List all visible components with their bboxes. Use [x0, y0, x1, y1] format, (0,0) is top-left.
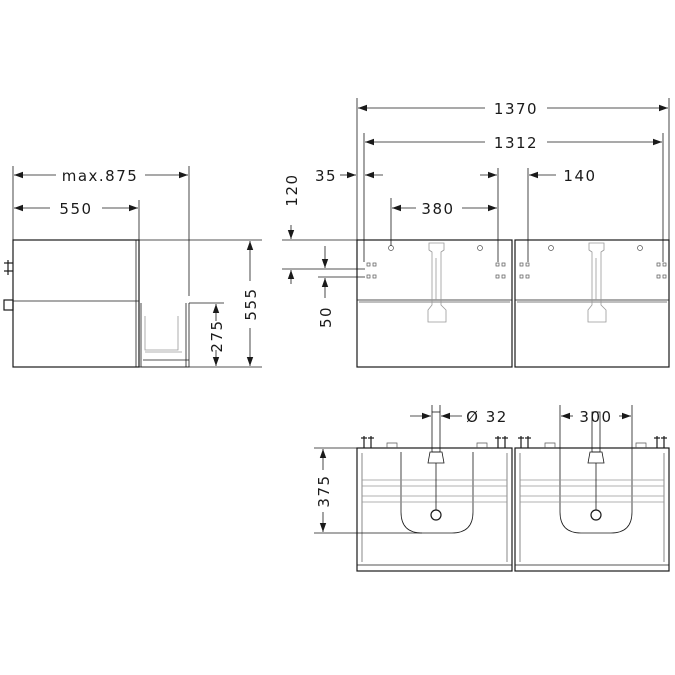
- front-cabinet-left: [356, 239, 513, 368]
- side-pipe-stub: [3, 299, 14, 311]
- side-view: max.875 550 275 555: [3, 166, 262, 368]
- top-view: Ø 32 300 375: [314, 405, 670, 572]
- dim-label-top-depth: 375: [315, 474, 333, 507]
- dim-label-side-drawer-height: 275: [208, 319, 226, 352]
- dim-label-front-gap: 50: [317, 306, 335, 328]
- dim-label-front-offset-right: 140: [563, 167, 596, 185]
- dim-label-top-siphon-width: 300: [579, 408, 612, 426]
- dim-label-top-pipe-diameter: Ø 32: [466, 408, 508, 426]
- front-left-siphon: [427, 242, 447, 323]
- dim-label-front-hole-spacing: 380: [421, 200, 454, 218]
- front-cabinet-right: [514, 239, 670, 368]
- dim-label-front-offset-left: 35: [315, 167, 337, 185]
- dim-label-front-total-width: 1370: [494, 100, 538, 118]
- top-cabinet-left: [356, 447, 513, 572]
- side-cabinet-body: [12, 239, 140, 368]
- dim-label-side-height: 555: [242, 287, 260, 320]
- front-view: 1370 1312 35 380 140 120 50: [282, 98, 670, 368]
- top-right-drain: [590, 509, 602, 521]
- top-right-sink-cutout: [559, 452, 633, 534]
- dim-label-front-top-offset: 120: [283, 173, 301, 206]
- top-cabinet-right: [514, 447, 670, 572]
- top-left-drain-pipe: [431, 411, 441, 453]
- front-right-wall-holes: [519, 245, 667, 279]
- dim-label-front-inner-width: 1312: [494, 134, 538, 152]
- top-left-drain: [430, 509, 442, 521]
- side-open-drawer: [140, 303, 190, 368]
- dim-label-side-max-depth: max.875: [62, 167, 139, 185]
- front-right-siphon: [587, 242, 607, 323]
- dim-label-side-depth: 550: [59, 200, 92, 218]
- top-left-sink-cutout: [400, 452, 474, 534]
- side-open-drawer-inner: [144, 316, 179, 351]
